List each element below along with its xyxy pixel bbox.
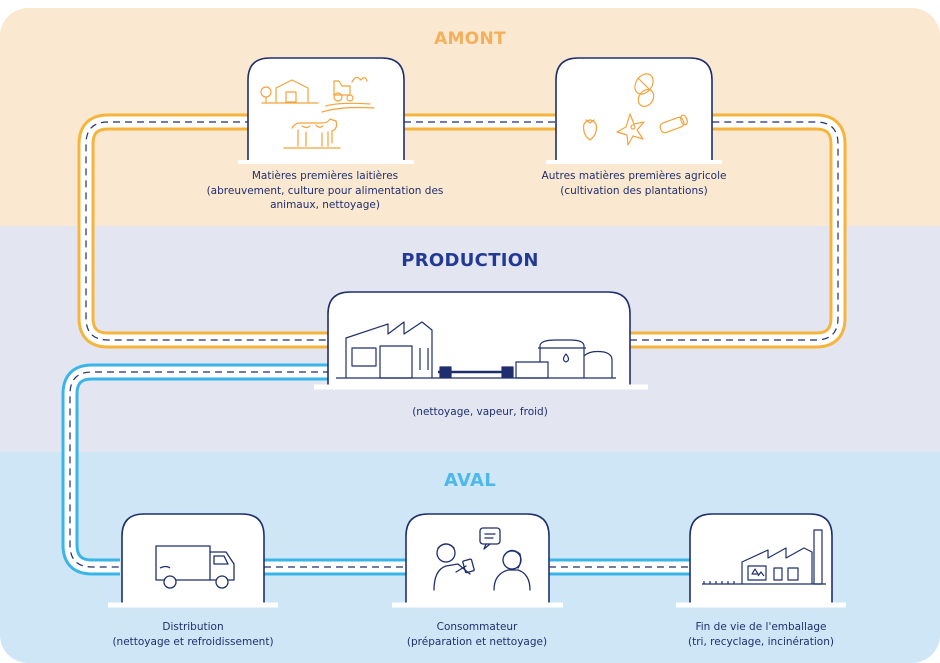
consumers-icon: [433, 527, 531, 591]
consumer-title: Consommateur: [436, 621, 518, 633]
agri-card: [546, 57, 722, 164]
amont-title: AMONT: [434, 29, 506, 49]
packaging-title: Fin de vie de l'emballage: [695, 621, 827, 633]
dairy-detail-line-2: animaux, nettoyage): [270, 199, 380, 211]
agri-label: Autres matières premières agricole (cult…: [484, 169, 784, 198]
distribution-detail: (nettoyage et refroidissement): [112, 635, 274, 648]
downstream-water-flow: [61, 363, 690, 576]
factory-detail: (nettoyage, vapeur, froid): [412, 406, 548, 418]
production-title: PRODUCTION: [401, 250, 539, 271]
consumer-detail: (préparation et nettoyage): [406, 635, 548, 648]
consumer-card: [392, 513, 563, 608]
packaging-card: [676, 513, 846, 608]
distribution-label: Distribution (nettoyage et refroidisseme…: [73, 620, 313, 649]
farm-cow-icon: [260, 76, 375, 149]
factory-card: [314, 291, 648, 390]
factory-label: (nettoyage, vapeur, froid): [330, 405, 630, 420]
factory-icon: [336, 321, 616, 379]
upstream-water-flow: [77, 113, 847, 349]
dairy-card: [238, 57, 414, 164]
agricultural-produce-icon: [583, 73, 688, 146]
consumer-label: Consommateur (préparation et nettoyage): [357, 620, 597, 649]
aval-title: AVAL: [443, 470, 497, 491]
dairy-detail-line-1: (abreuvement, culture pour alimentation …: [206, 184, 444, 197]
agri-title: Autres matières premières agricole: [541, 170, 727, 182]
packaging-label: Fin de vie de l'emballage (tri, recyclag…: [641, 620, 881, 649]
agri-detail: (cultivation des plantations): [560, 184, 708, 197]
truck-icon: [155, 545, 235, 589]
distribution-card: [108, 513, 278, 608]
dairy-label: Matières premières laitières (abreuvemen…: [150, 169, 500, 213]
distribution-title: Distribution: [162, 621, 224, 633]
packaging-detail: (tri, recyclage, incinération): [688, 635, 834, 648]
recycling-plant-icon: [702, 529, 826, 585]
dairy-title: Matières premières laitières: [251, 170, 399, 182]
